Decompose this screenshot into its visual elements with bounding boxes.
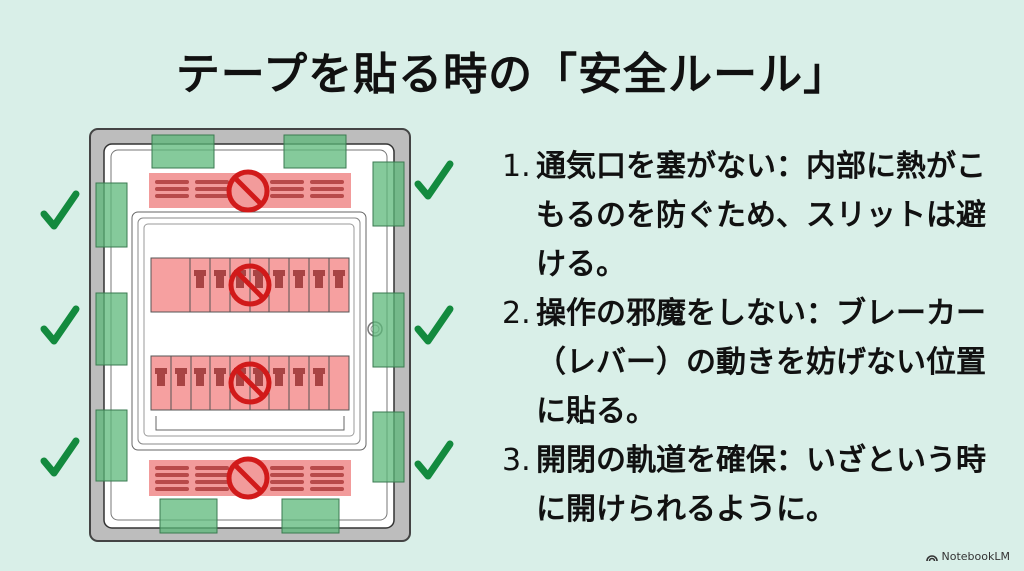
rule-item: 2. 操作の邪魔をしない：ブレーカー（レバー）の動きを妨げない位置に貼る。 bbox=[502, 289, 992, 436]
page-title: テープを貼る時の「安全ルール」 bbox=[175, 49, 849, 100]
rules-list: 1. 通気口を塞がない：内部に熱がこもるのを防ぐため、スリットは避ける。 2. … bbox=[502, 142, 992, 534]
brand-label: NotebookLM bbox=[941, 550, 1010, 563]
rule-text: 操作の邪魔をしない：ブレーカー（レバー）の動きを妨げない位置に貼る。 bbox=[536, 296, 986, 429]
notebooklm-logo-icon bbox=[925, 555, 938, 561]
rule-number: 1. bbox=[502, 149, 531, 184]
rule-number: 3. bbox=[502, 443, 531, 478]
rule-text: 通気口を塞がない：内部に熱がこもるのを防ぐため、スリットは避ける。 bbox=[536, 149, 986, 282]
rule-number: 2. bbox=[502, 296, 531, 331]
rule-item: 1. 通気口を塞がない：内部に熱がこもるのを防ぐため、スリットは避ける。 bbox=[502, 142, 992, 289]
rule-item: 3. 開閉の軌道を確保：いざという時に開けられるように。 bbox=[502, 436, 992, 534]
rule-text: 開閉の軌道を確保：いざという時に開けられるように。 bbox=[536, 443, 986, 527]
brand-watermark: NotebookLM bbox=[925, 550, 1010, 563]
